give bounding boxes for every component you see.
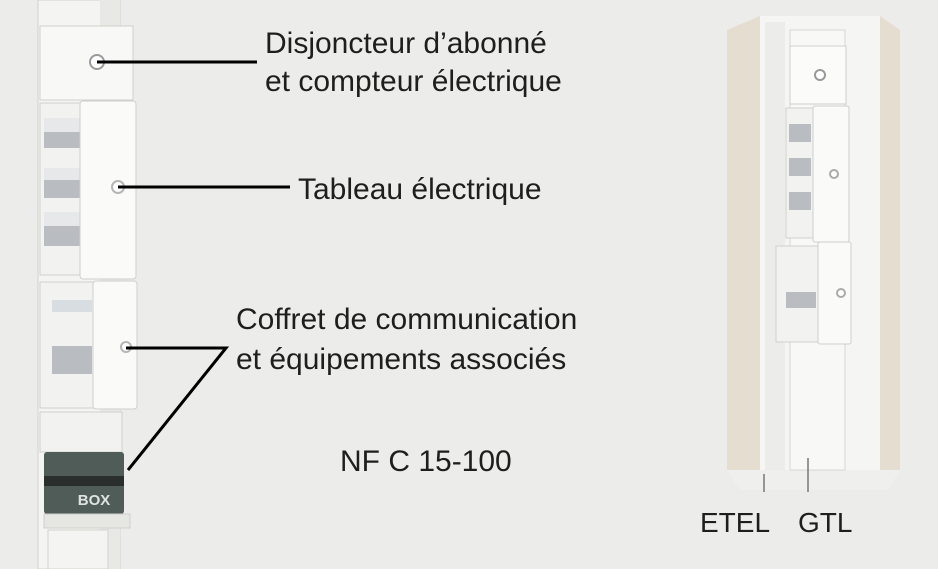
mini-coffret-door [817, 241, 852, 345]
box-stripe [44, 476, 124, 486]
mini-tableau-knob [829, 169, 839, 179]
tableau-door [79, 100, 137, 280]
mini-breaker-2 [789, 158, 811, 176]
mini-disjoncteur-knob [814, 69, 826, 81]
label-coffret-line2: et équipements associés [236, 343, 567, 376]
tableau-housing [39, 100, 137, 280]
niche-right-wall [880, 16, 900, 470]
breaker-row-1b [44, 132, 82, 148]
breaker-row-3 [44, 212, 82, 226]
coffret-module-1 [52, 300, 92, 312]
box-shelf [39, 411, 123, 453]
breaker-row-1 [44, 118, 82, 132]
right-niche [727, 16, 900, 492]
label-tableau: Tableau électrique [298, 173, 542, 206]
internet-box: BOX [39, 411, 131, 569]
breaker-row-2b [44, 180, 82, 198]
etel-duct [765, 22, 785, 470]
mini-coffret-module [786, 292, 816, 308]
label-disjoncteur-line1: Disjoncteur d’abonné [265, 27, 547, 60]
breaker-row-2 [44, 168, 82, 180]
niche-left-wall [727, 16, 760, 470]
leader-lines [97, 60, 290, 471]
coffret-module-2 [52, 346, 92, 374]
label-etel: ETEL [700, 507, 771, 538]
box-outlet-strip [43, 513, 131, 529]
mini-breaker-1 [789, 124, 811, 142]
label-coffret-line1: Coffret de communication [236, 303, 578, 336]
mini-breaker-3 [789, 192, 811, 210]
label-norme: NF C 15-100 [340, 445, 512, 478]
box-logo: BOX [78, 492, 111, 509]
column-base [47, 529, 109, 569]
mini-coffret-knob [836, 288, 846, 298]
niche-floor [727, 470, 900, 490]
leader-coffret [126, 346, 230, 471]
breaker-row-3b [44, 226, 82, 246]
label-gtl: GTL [798, 507, 853, 538]
label-disjoncteur-line2: et compteur électrique [265, 65, 562, 98]
coffret-housing [39, 280, 138, 410]
coffret-door [92, 280, 138, 410]
